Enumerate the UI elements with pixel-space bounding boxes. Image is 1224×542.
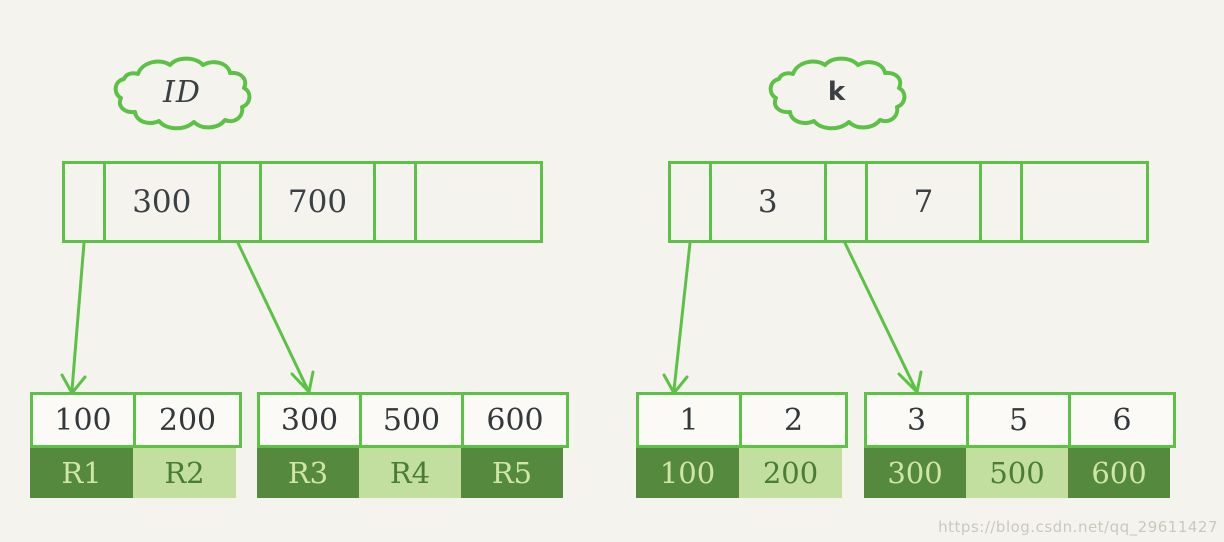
edge-id-root-to-right-leaf [236, 241, 309, 390]
leaf-key-cell: 3 [867, 395, 969, 445]
leaf-value-cell: R4 [359, 448, 461, 498]
leaf-value-cell: R1 [30, 448, 133, 498]
k-root-pointer-2 [982, 164, 1024, 240]
arrowhead-id-right [290, 370, 315, 394]
k-root-key-0: 3 [711, 164, 827, 240]
leaf-key-cell: 600 [464, 395, 566, 445]
id-leaf-left-keys: 100 200 [30, 392, 242, 448]
leaf-key-cell: 300 [260, 395, 362, 445]
arrowhead-id-left [60, 373, 87, 395]
id-root-empty-cell [417, 164, 540, 240]
id-leaf-left-values: R1 R2 [30, 448, 242, 498]
id-root-key-0: 300 [105, 164, 221, 240]
cloud-shape-icon [768, 56, 907, 131]
edge-k-root-to-left-leaf [672, 241, 692, 392]
k-leaf-right-values: 300 500 600 [864, 448, 1176, 498]
leaf-key-cell: 1 [639, 395, 742, 445]
k-leaf-left-keys: 1 2 [636, 392, 848, 448]
id-leaf-right-keys: 300 500 600 [257, 392, 569, 448]
leaf-key-cell: 2 [742, 395, 845, 445]
leaf-value-cell: R5 [461, 448, 563, 498]
cloud-label-id: ID [108, 52, 256, 136]
leaf-value-cell: R2 [133, 448, 236, 498]
k-leaf-right: 3 5 6 300 500 600 [864, 392, 1176, 498]
leaf-value-cell: 300 [864, 448, 966, 498]
id-leaf-right-values: R3 R4 R5 [257, 448, 569, 498]
id-root-pointer-1 [220, 164, 262, 240]
leaf-key-cell: 5 [969, 395, 1071, 445]
cloud-label-k-text: k [827, 77, 847, 107]
leaf-value-cell: 600 [1068, 448, 1170, 498]
id-root-node: 300 700 [62, 161, 543, 243]
cloud-label-k: k [763, 52, 911, 136]
id-leaf-left: 100 200 R1 R2 [30, 392, 242, 498]
k-leaf-left-values: 100 200 [636, 448, 848, 498]
id-root-key-1: 700 [261, 164, 377, 240]
arrowhead-k-left [662, 373, 689, 395]
watermark-text: https://blog.csdn.net/qq_29611427 [938, 518, 1218, 536]
id-root-pointer-2 [376, 164, 418, 240]
k-root-key-1: 7 [867, 164, 983, 240]
id-leaf-right: 300 500 600 R3 R4 R5 [257, 392, 569, 498]
leaf-key-cell: 6 [1071, 395, 1173, 445]
leaf-value-cell: 200 [739, 448, 842, 498]
id-root-pointer-0 [65, 164, 106, 240]
leaf-key-cell: 500 [362, 395, 464, 445]
edge-id-root-to-left-leaf [70, 241, 86, 392]
leaf-key-cell: 100 [33, 395, 136, 445]
leaf-value-cell: R3 [257, 448, 359, 498]
k-root-pointer-0 [671, 164, 712, 240]
leaf-value-cell: 500 [966, 448, 1068, 498]
k-root-node: 3 7 [668, 161, 1149, 243]
arrowhead-k-right [897, 370, 923, 394]
k-root-empty-cell [1023, 164, 1146, 240]
leaf-value-cell: 100 [636, 448, 739, 498]
k-leaf-left: 1 2 100 200 [636, 392, 848, 498]
cloud-label-id-text: ID [163, 74, 201, 110]
cloud-shape-icon [113, 56, 252, 131]
edge-k-root-to-right-leaf [843, 241, 917, 390]
leaf-key-cell: 200 [136, 395, 239, 445]
k-root-pointer-1 [826, 164, 868, 240]
k-leaf-right-keys: 3 5 6 [864, 392, 1176, 448]
